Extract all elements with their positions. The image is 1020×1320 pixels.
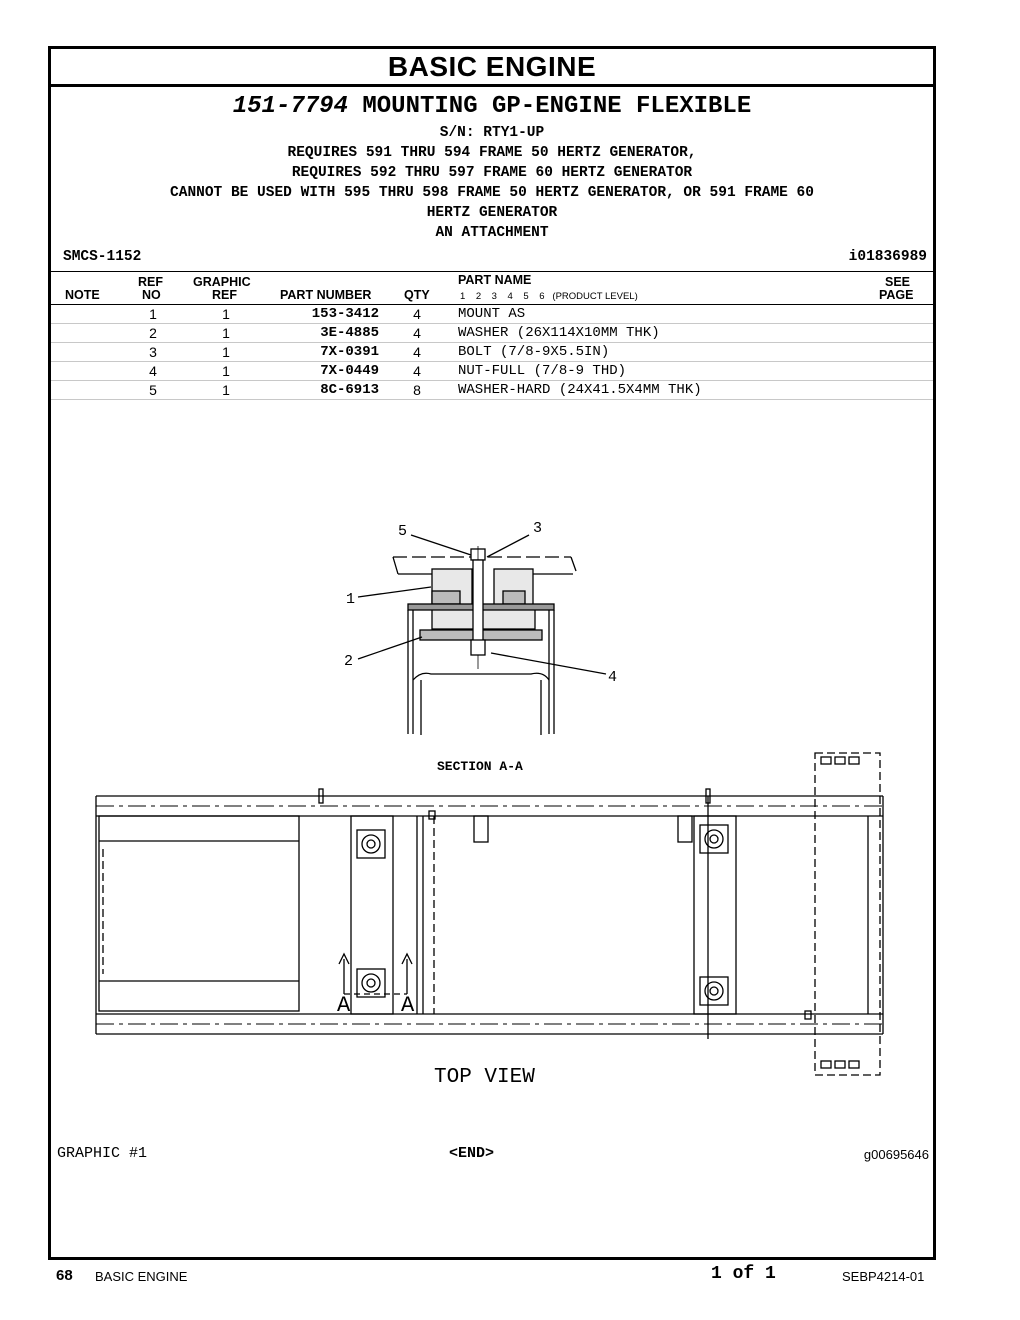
note-line: S/N: RTY1-UP bbox=[439, 125, 545, 141]
qty: 4 bbox=[413, 306, 421, 322]
graphic-id: g00695646 bbox=[863, 1147, 929, 1162]
mount-icon bbox=[356, 829, 386, 859]
table-row: 3 1 7X-0391 4 BOLT (7/8-9X5.5IN) bbox=[51, 343, 933, 362]
graphic-caption: GRAPHIC #1 bbox=[57, 1145, 148, 1162]
end-marker: <END> bbox=[449, 1145, 495, 1162]
page-of: 1 of 1 bbox=[711, 1264, 776, 1284]
callout-1: 1 bbox=[346, 591, 355, 608]
part-number: 8C-6913 bbox=[320, 382, 379, 398]
note-line: REQUIRES 591 THRU 594 FRAME 50 HERTZ GEN… bbox=[287, 145, 697, 161]
group-notes: S/N: RTY1-UP REQUIRES 591 THRU 594 FRAME… bbox=[51, 123, 933, 243]
graphic-ref: 1 bbox=[222, 363, 230, 379]
parts-drawing: 5 3 1 2 4 SECTION A-A A A TOP VIEW bbox=[95, 520, 884, 1089]
group-name: MOUNTING GP-ENGINE FLEXIBLE bbox=[362, 93, 752, 120]
header-graphic-top: GRAPHIC bbox=[193, 275, 251, 289]
header-see-top: SEE bbox=[885, 275, 911, 289]
section-mark-left: A bbox=[337, 993, 351, 1018]
note-line: AN ATTACHMENT bbox=[435, 225, 549, 241]
graphic-ref: 1 bbox=[222, 382, 230, 398]
page-frame: BASIC ENGINE 151-7794 MOUNTING GP-ENGINE… bbox=[48, 46, 936, 1260]
mount-icon bbox=[699, 824, 729, 854]
part-name: MOUNT AS bbox=[458, 306, 526, 322]
header-part-name: PART NAME bbox=[458, 273, 532, 287]
table-row: 1 1 153-3412 4 MOUNT AS bbox=[51, 305, 933, 324]
mount-icon bbox=[356, 968, 386, 998]
header-ref-top: REF bbox=[138, 275, 163, 289]
doc-number: SEBP4214-01 bbox=[842, 1269, 925, 1284]
qty: 4 bbox=[413, 325, 421, 341]
header-note: NOTE bbox=[65, 288, 100, 302]
table-row: 5 1 8C-6913 8 WASHER-HARD (24X41.5X4MM T… bbox=[51, 381, 933, 400]
part-name: WASHER (26X114X10MM THK) bbox=[458, 325, 660, 341]
part-number: 7X-0449 bbox=[320, 363, 379, 379]
view-label: TOP VIEW bbox=[434, 1066, 535, 1089]
note-line: CANNOT BE USED WITH 595 THRU 598 FRAME 5… bbox=[170, 185, 814, 201]
part-name: WASHER-HARD (24X41.5X4MM THK) bbox=[458, 382, 702, 398]
graphic-ref: 1 bbox=[222, 325, 230, 341]
ref-no: 2 bbox=[149, 325, 157, 341]
callout-3: 3 bbox=[533, 520, 542, 537]
section-mark-right: A bbox=[401, 993, 415, 1018]
group-title: 151-7794 MOUNTING GP-ENGINE FLEXIBLE bbox=[51, 93, 933, 120]
mount-icon bbox=[699, 976, 729, 1006]
ref-no: 3 bbox=[149, 344, 157, 360]
graphic-ref: 1 bbox=[222, 306, 230, 322]
qty: 8 bbox=[413, 382, 421, 398]
qty: 4 bbox=[413, 344, 421, 360]
header-part-number: PART NUMBER bbox=[280, 288, 372, 302]
part-name: NUT-FULL (7/8-9 THD) bbox=[458, 363, 627, 379]
group-number: 151-7794 bbox=[232, 93, 348, 120]
ident-code: i01836989 bbox=[848, 249, 927, 265]
part-number: 7X-0391 bbox=[320, 344, 379, 360]
part-number: 153-3412 bbox=[311, 306, 379, 322]
callout-4: 4 bbox=[608, 669, 617, 686]
header-product-level: 1 2 3 4 5 6 (PRODUCT LEVEL) bbox=[460, 291, 638, 302]
section-a-a-view bbox=[357, 534, 607, 735]
callout-2: 2 bbox=[344, 653, 353, 670]
ref-no: 5 bbox=[149, 382, 157, 398]
note-line: HERTZ GENERATOR bbox=[426, 205, 558, 221]
header-graphic-bottom: REF bbox=[212, 288, 237, 302]
table-header: NOTE REF NO GRAPHIC REF PART NUMBER QTY … bbox=[51, 271, 933, 305]
header-qty: QTY bbox=[404, 288, 430, 302]
ref-no: 4 bbox=[149, 363, 157, 379]
qty: 4 bbox=[413, 363, 421, 379]
section-title: BASIC ENGINE bbox=[51, 49, 933, 87]
graphic-ref: 1 bbox=[222, 344, 230, 360]
page-number: 68 bbox=[56, 1267, 73, 1284]
table-row: 4 1 7X-0449 4 NUT-FULL (7/8-9 THD) bbox=[51, 362, 933, 381]
table-row: 2 1 3E-4885 4 WASHER (26X114X10MM THK) bbox=[51, 324, 933, 343]
ref-no: 1 bbox=[149, 306, 157, 322]
header-see-bottom: PAGE bbox=[879, 288, 914, 302]
note-line: REQUIRES 592 THRU 597 FRAME 60 HERTZ GEN… bbox=[291, 165, 693, 181]
part-name: BOLT (7/8-9X5.5IN) bbox=[458, 344, 610, 360]
top-view bbox=[95, 752, 884, 1076]
smcs-code: SMCS-1152 bbox=[63, 249, 142, 265]
callout-5: 5 bbox=[398, 523, 407, 540]
section-label: SECTION A-A bbox=[437, 759, 523, 774]
header-ref-bottom: NO bbox=[142, 288, 161, 302]
part-number: 3E-4885 bbox=[320, 325, 379, 341]
footer-section: BASIC ENGINE bbox=[95, 1269, 188, 1284]
